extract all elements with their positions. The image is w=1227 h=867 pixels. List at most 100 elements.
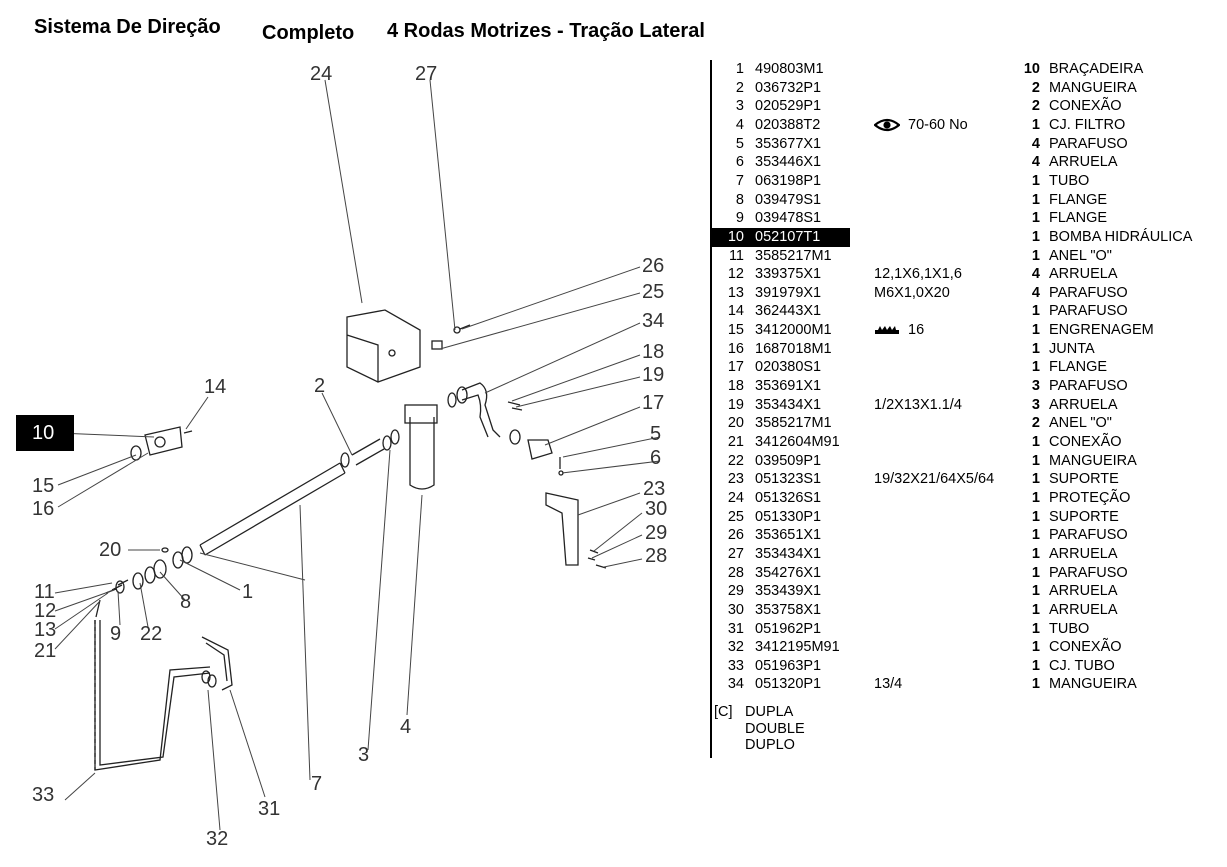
part-desc-text: BRAÇADEIRA: [1049, 61, 1144, 77]
part-qty-text: 4: [1031, 154, 1040, 171]
part-qty: 1: [1012, 452, 1040, 471]
part-qty: 1: [1012, 508, 1040, 527]
callout-label: 13: [34, 619, 56, 641]
part-code-text: 353446X1: [755, 154, 822, 171]
part-code-text: 1687018M1: [755, 340, 832, 357]
part-number: 30: [712, 601, 744, 620]
part-desc: PARAFUSO: [1049, 564, 1128, 583]
part-code: 051963P1: [755, 657, 821, 676]
part-desc: ARRUELA: [1049, 396, 1118, 415]
callout-label: 3: [358, 744, 369, 766]
part-number-text: 20: [727, 415, 744, 432]
part-code: 353677X1: [755, 135, 821, 154]
callout-label: 10: [32, 422, 54, 444]
part-qty-text: 2: [1031, 98, 1040, 115]
part-desc-text: MANGUEIRA: [1049, 79, 1137, 96]
part-qty-text: 1: [1031, 489, 1040, 506]
part-number-text: 28: [727, 564, 744, 581]
part-number-text: 23: [727, 471, 744, 488]
part-qty: 1: [1012, 564, 1040, 583]
part-code: 051320P1: [755, 675, 821, 694]
support-23: [545, 492, 579, 566]
note-tag: [C]: [714, 704, 733, 720]
part-desc: FLANGE: [1049, 191, 1107, 210]
part-number-text: 22: [727, 452, 744, 469]
part-desc-text: PARAFUSO: [1049, 527, 1128, 544]
part-desc: FLANGE: [1049, 358, 1107, 377]
part-desc-text: FLANGE: [1049, 359, 1108, 376]
part-desc: ARRUELA: [1049, 545, 1118, 564]
part-number: 24: [712, 489, 744, 508]
callout-label: 22: [140, 623, 162, 645]
hydraulic-pump: [144, 426, 183, 456]
part-desc: FLANGE: [1049, 209, 1107, 228]
part-qty: 1: [1012, 657, 1040, 676]
part-number: 33: [712, 657, 744, 676]
part-spec: 12,1X6,1X1,6: [874, 265, 962, 284]
part-desc-text: MANGUEIRA: [1049, 676, 1137, 693]
note-line: DUPLO: [745, 737, 795, 753]
part-number-text: 1: [735, 61, 744, 77]
part-code-text: 052107T1: [755, 228, 821, 245]
part-code: 039509P1: [755, 452, 821, 471]
part-code: 3585217M1: [755, 414, 832, 433]
part-code-text: 051330P1: [755, 508, 822, 525]
part-number: 27: [712, 545, 744, 564]
part-number-text: 5: [735, 135, 744, 152]
part-qty: 1: [1012, 321, 1040, 340]
part-spec-text: 19/32X21/64X5/64: [874, 471, 995, 488]
part-qty: 1: [1012, 228, 1040, 247]
part-number-text: 2: [735, 79, 744, 96]
part-qty-text: 1: [1031, 564, 1040, 581]
part-qty-text: 1: [1031, 210, 1040, 227]
part-desc: PARAFUSO: [1049, 135, 1128, 154]
part-qty-text: 1: [1031, 172, 1040, 189]
part-desc: PARAFUSO: [1049, 302, 1128, 321]
callout-label: 17: [642, 392, 664, 414]
part-qty-text: 1: [1031, 639, 1040, 656]
part-spec: 1/2X13X1.1/4: [874, 396, 962, 415]
part-code: 362443X1: [755, 302, 821, 321]
part-desc-text: PARAFUSO: [1049, 564, 1128, 581]
part-qty-text: 1: [1031, 340, 1040, 357]
part-qty: 1: [1012, 433, 1040, 452]
part-qty: 1: [1012, 675, 1040, 694]
part-desc-text: ARRUELA: [1049, 266, 1118, 283]
part-qty: 1: [1012, 620, 1040, 639]
part-code-text: 353439X1: [755, 583, 822, 600]
